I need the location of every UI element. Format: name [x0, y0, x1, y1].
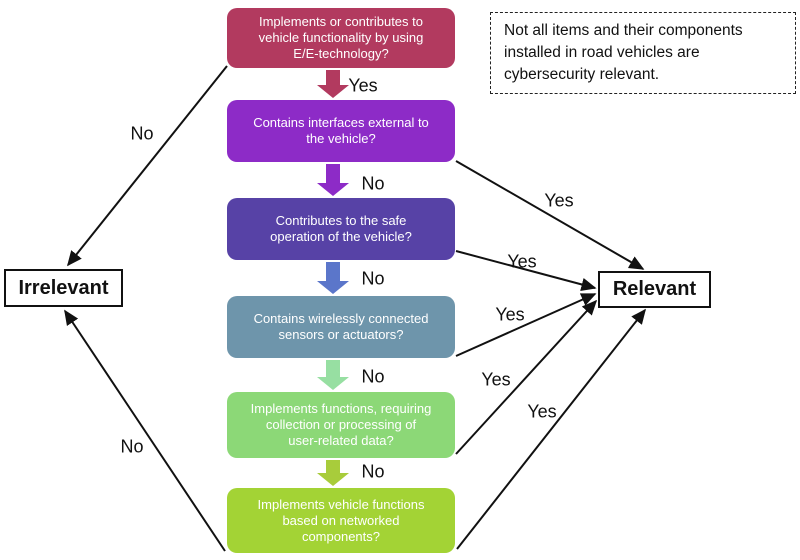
line-q4-to-relevant	[455, 293, 597, 357]
down-arrow-3-icon	[317, 262, 349, 294]
down-arrow-1-icon	[317, 70, 349, 98]
label-no-q6-irrelevant: No	[120, 436, 144, 457]
line-q3-to-relevant	[455, 250, 597, 291]
label-yes-q4-relevant: Yes	[495, 304, 525, 325]
down-arrow-5-icon	[317, 460, 349, 486]
label-no-down-3: No	[361, 268, 385, 289]
line-q1-to-irrelevant	[67, 65, 228, 267]
question-box-4: Contains wirelessly connected sensors or…	[227, 296, 455, 358]
label-no-q1-irrelevant: No	[130, 123, 154, 144]
line-q6-to-irrelevant	[64, 309, 226, 552]
question-box-1: Implements or contributes to vehicle fun…	[227, 8, 455, 68]
outcome-irrelevant: Irrelevant	[4, 269, 123, 307]
label-no-down-4: No	[361, 366, 385, 387]
question-box-3: Contributes to the safe operation of the…	[227, 198, 455, 260]
question-box-2: Contains interfaces external to the vehi…	[227, 100, 455, 162]
note-box: Not all items and their components insta…	[490, 12, 796, 94]
line-q5-to-relevant	[455, 299, 598, 455]
label-yes-q6-relevant: Yes	[527, 401, 557, 422]
label-yes-q2-relevant: Yes	[544, 190, 574, 211]
line-q6-to-relevant	[456, 308, 646, 550]
label-no-down-2: No	[361, 173, 385, 194]
question-box-6: Implements vehicle functions based on ne…	[227, 488, 455, 553]
label-yes-q5-relevant: Yes	[481, 369, 511, 390]
outcome-relevant: Relevant	[598, 271, 711, 308]
down-arrow-4-icon	[317, 360, 349, 390]
line-q2-to-relevant	[455, 160, 645, 270]
label-no-down-5: No	[361, 461, 385, 482]
question-box-5: Implements functions, requiring collecti…	[227, 392, 455, 458]
down-arrow-2-icon	[317, 164, 349, 196]
label-yes-down-1: Yes	[348, 75, 378, 96]
label-yes-q3-relevant: Yes	[507, 251, 537, 272]
